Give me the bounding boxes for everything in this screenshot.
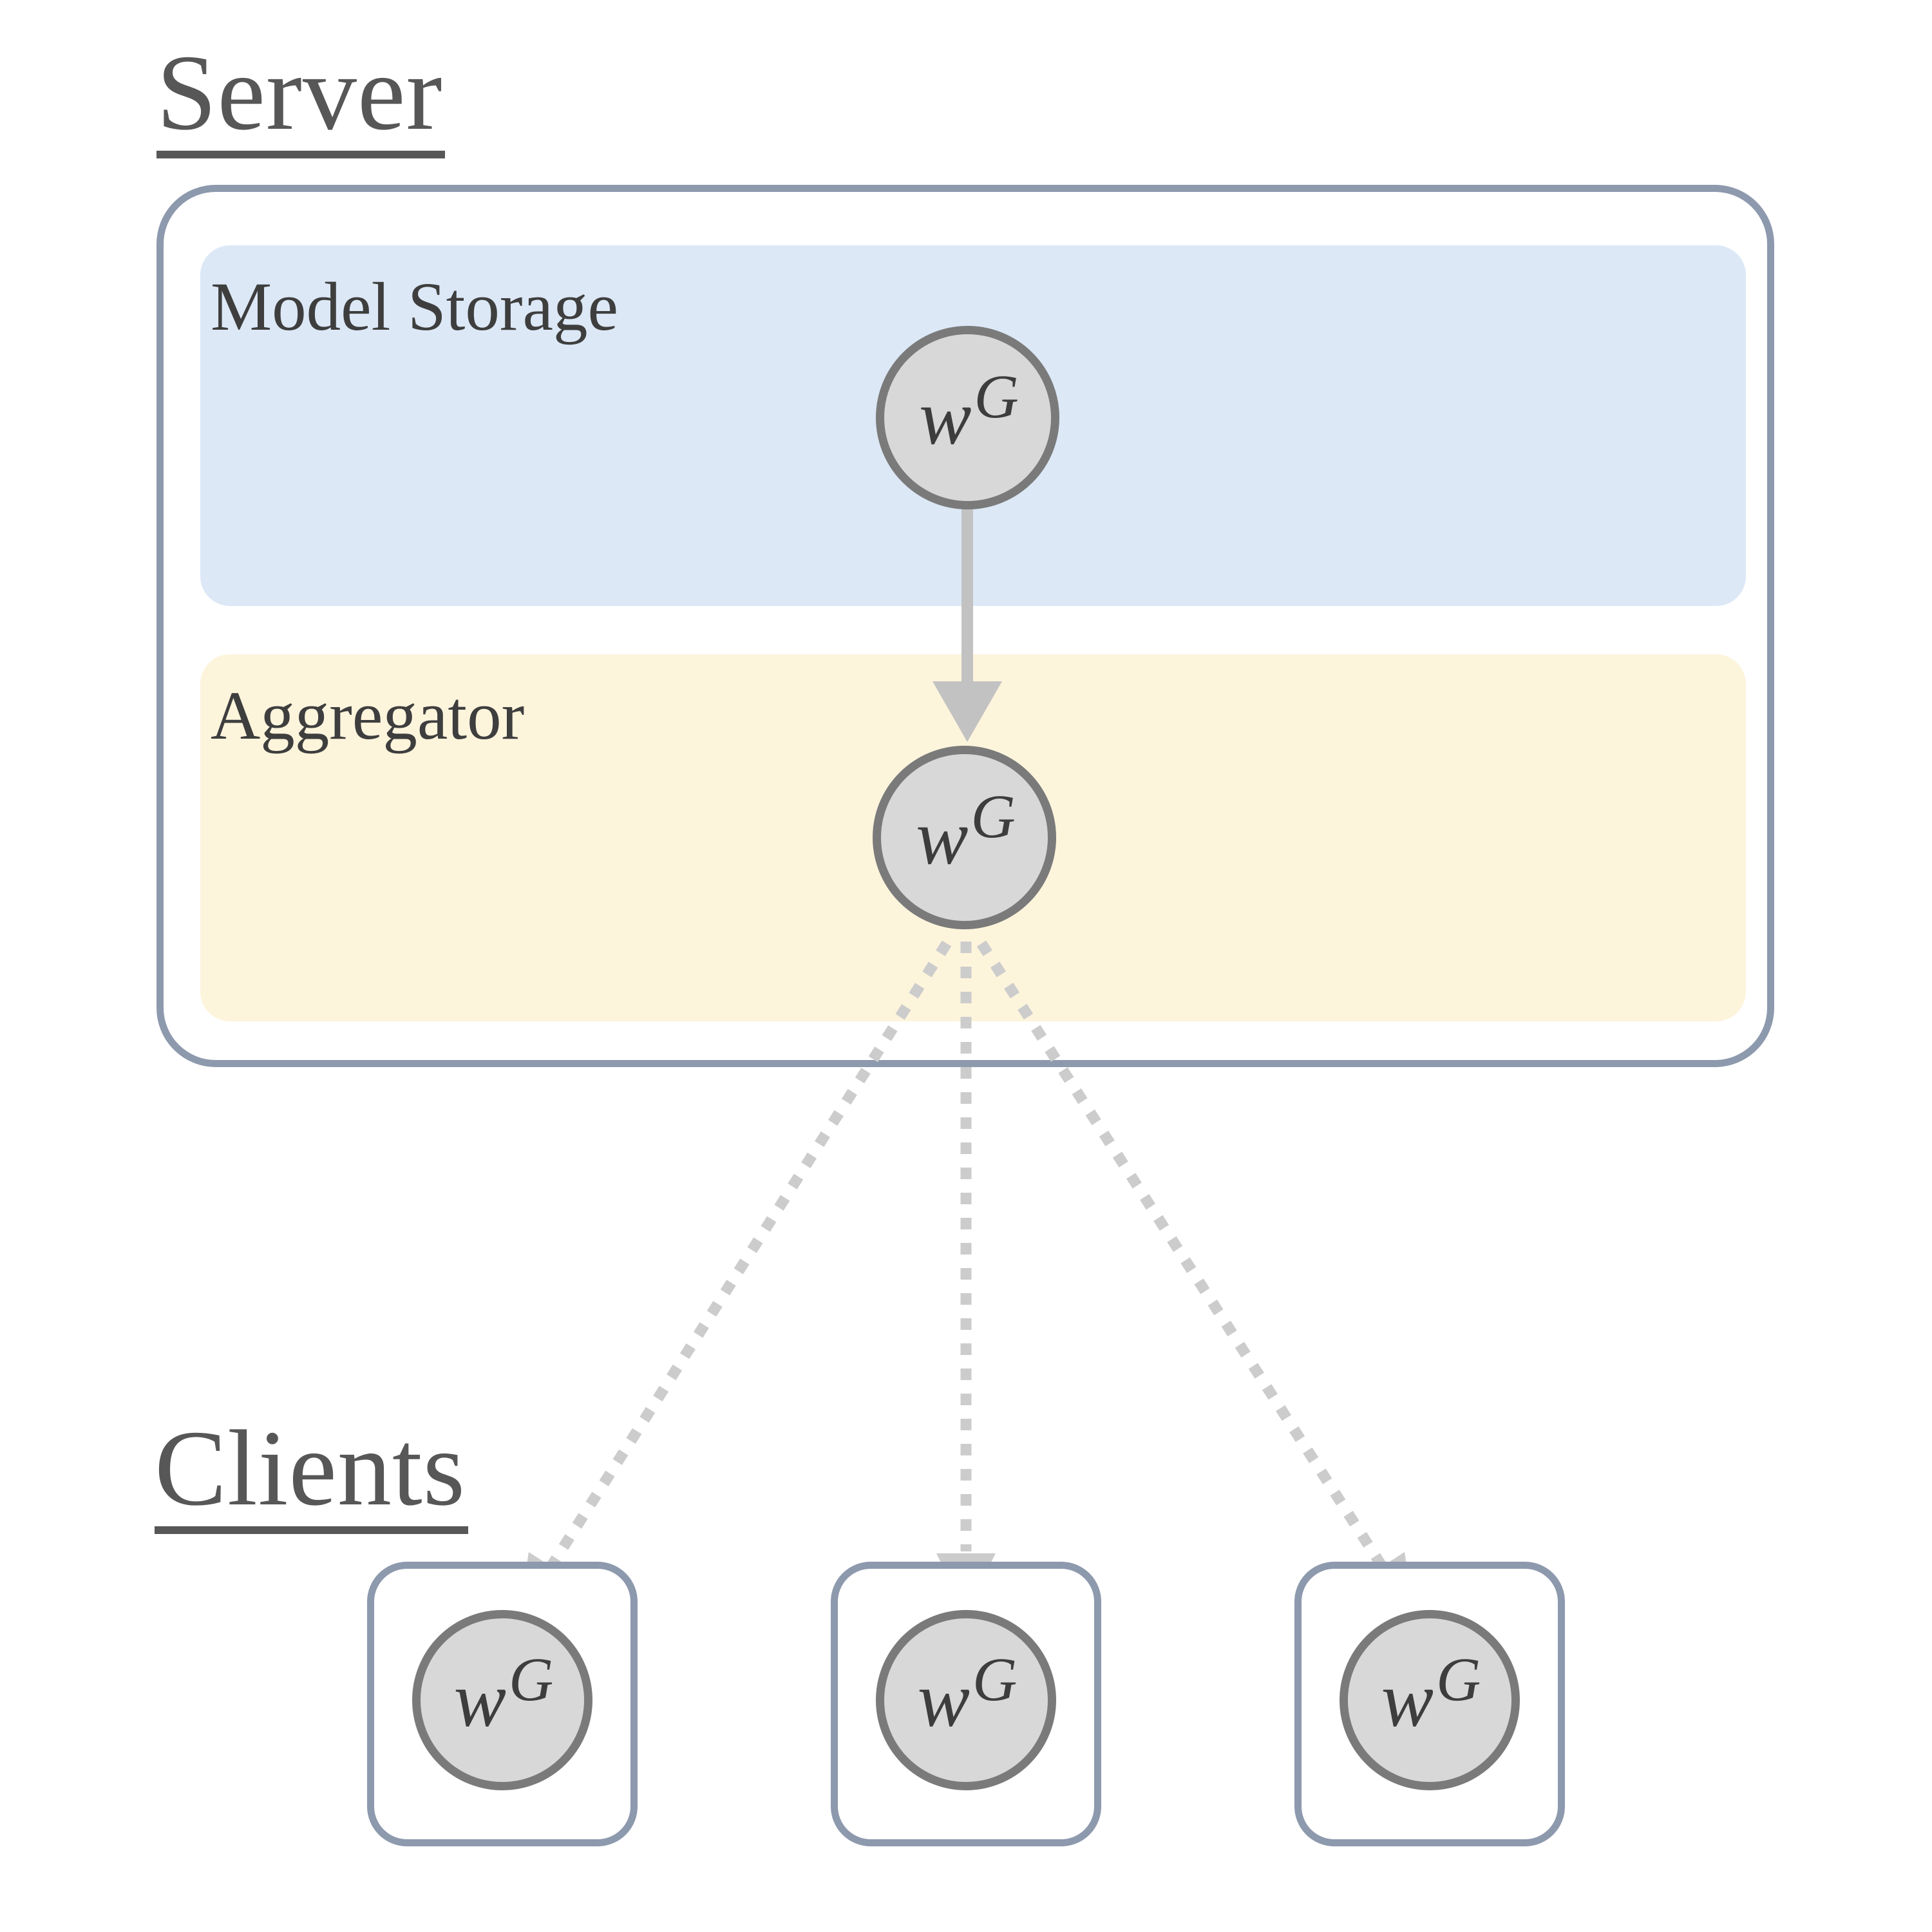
server-title: Server [156,39,446,158]
server-box: Model Storage Aggregator [156,185,1774,1067]
model-storage-section: Model Storage [200,245,1746,606]
aggregator-label: Aggregator [211,678,525,754]
node-label: wG [916,782,1016,881]
node-label: wG [917,1644,1018,1743]
global-model-node-client-3: wG [1340,1610,1520,1790]
clients-title: Clients [155,1414,469,1534]
global-model-node-storage: wG [876,326,1059,509]
server-title-text: Server [156,39,446,158]
global-model-node-client-2: wG [876,1610,1056,1790]
global-model-node-aggregator: wG [873,746,1056,929]
model-storage-label: Model Storage [211,269,618,345]
aggregator-section: Aggregator [200,654,1746,1021]
node-label: wG [1381,1644,1481,1743]
global-model-node-client-1: wG [412,1610,592,1790]
node-label: wG [919,362,1019,461]
clients-title-text: Clients [155,1414,469,1534]
node-label: wG [453,1644,554,1743]
